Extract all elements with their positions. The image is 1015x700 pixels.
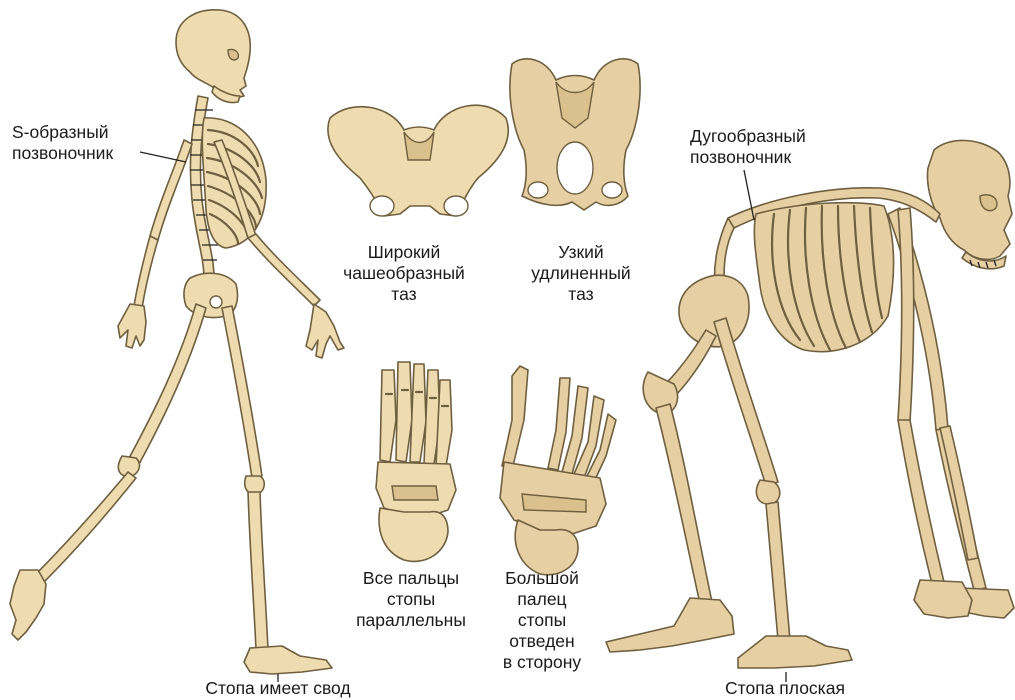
human-pelvis-label-line3: таз <box>318 284 490 305</box>
ape-spine-label: Дугообразный позвоночник <box>690 126 806 168</box>
human-back-leg <box>10 304 206 640</box>
ape-pelvis-label-line3: таз <box>496 284 666 305</box>
ape-ribcage <box>754 203 893 352</box>
human-spine-label: S-образный позвоночник <box>12 122 113 164</box>
ape-foot-bones <box>500 366 616 575</box>
human-spine-label-line1: S-образный <box>12 122 113 143</box>
ape-pelvis-label-line1: Узкий <box>496 242 666 263</box>
ape-pelvis-label: Узкий удлиненный таз <box>496 242 666 305</box>
ape-foot-toes-label-line3: стопы <box>490 610 594 631</box>
human-foot-bones <box>376 362 456 561</box>
human-skull <box>176 10 250 103</box>
ape-spine-label-line1: Дугообразный <box>690 126 806 147</box>
human-foot-toes-label-line1: Все пальцы <box>336 568 486 589</box>
human-foot-toes-label-line2: стопы <box>336 589 486 610</box>
ape-foot-toes-label-line2: палец <box>490 589 594 610</box>
ape-foot-toes-label-line1: Большой <box>490 568 594 589</box>
ape-foot-toes-label-line4: отведен <box>490 631 594 652</box>
human-pelvis-label-line2: чашеобразный <box>318 263 490 284</box>
ape-pelvis <box>510 59 640 210</box>
human-foot-toes-label-line3: параллельны <box>336 610 486 631</box>
human-pelvis <box>328 105 508 216</box>
ape-foot-label: Стопа плоская <box>690 678 880 699</box>
ape-skeleton <box>606 140 1014 668</box>
human-pelvis-label-line1: Широкий <box>318 242 490 263</box>
human-front-leg <box>222 306 332 674</box>
ape-back-leg <box>606 330 734 652</box>
human-foot-toes-label: Все пальцы стопы параллельны <box>336 568 486 631</box>
ape-foot-toes-label: Большой палец стопы отведен в сторону <box>490 568 594 673</box>
human-foot-label: Стопа имеет свод <box>168 678 388 699</box>
ape-pelvis-label-line2: удлиненный <box>496 263 666 284</box>
ape-front-leg <box>714 318 852 668</box>
human-near-arm <box>118 140 192 348</box>
human-skeleton <box>10 10 344 674</box>
ape-skull <box>928 140 1013 268</box>
ape-foot-toes-label-line5: в сторону <box>490 652 594 673</box>
human-pelvis-label: Широкий чашеобразный таз <box>318 242 490 305</box>
ape-spine-label-line2: позвоночник <box>690 147 806 168</box>
human-spine-label-line2: позвоночник <box>12 143 113 164</box>
